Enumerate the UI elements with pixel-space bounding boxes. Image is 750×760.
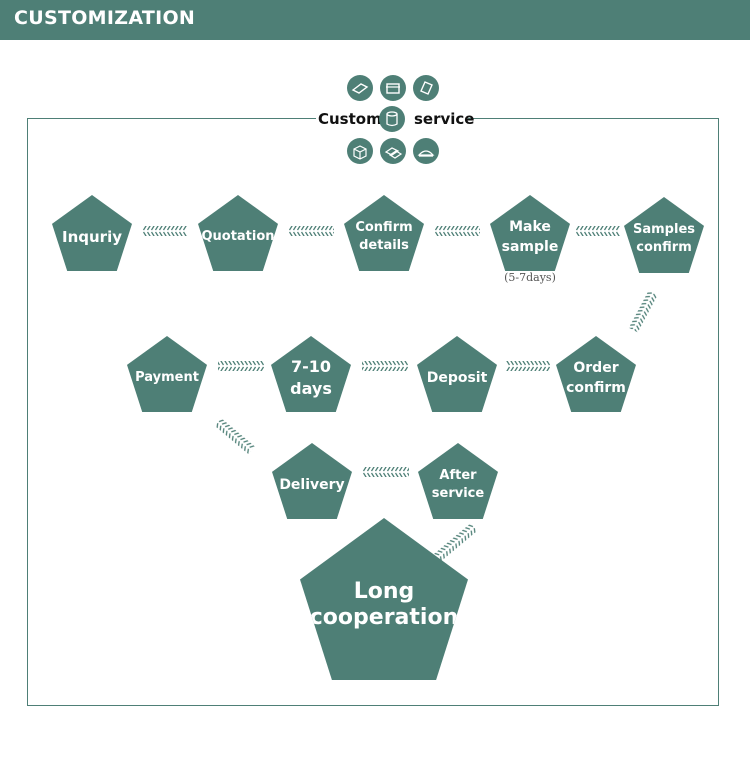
arrow-samples-confirm-to-order-confirm [628,290,658,333]
arrow-quotation-to-confirm-details [289,226,334,236]
box-open-icon [347,138,373,164]
arrow-order-confirm-to-deposit [506,361,550,371]
arrow-deposit-to-days [362,361,408,371]
arrow-confirm-details-to-make-sample [435,226,480,236]
arrow-inquiry-to-quotation [143,226,187,236]
page-title: CUSTOMIZATION [14,7,196,29]
arrow-delivery-to-after-service [363,467,409,477]
arrow-make-sample-to-samples-confirm [576,226,620,236]
arrow-payment-to-delivery [214,418,255,455]
cylinder-box-icon [379,106,405,132]
arrow-days-to-payment [218,361,264,371]
box-lid-icon [380,75,406,101]
box-pair-icon [380,138,406,164]
service-label: service [414,110,475,128]
sample-duration-note: (5-7days) [504,271,556,284]
arrow-after-service-to-long-cooperation [432,523,478,563]
box-flat-icon [347,75,373,101]
step-after-service: After service [418,443,498,519]
header-bar: CUSTOMIZATION [0,0,750,40]
custom-label: Custom [318,110,382,128]
gift-box-icon [413,138,439,164]
box-tilted-icon [413,75,439,101]
